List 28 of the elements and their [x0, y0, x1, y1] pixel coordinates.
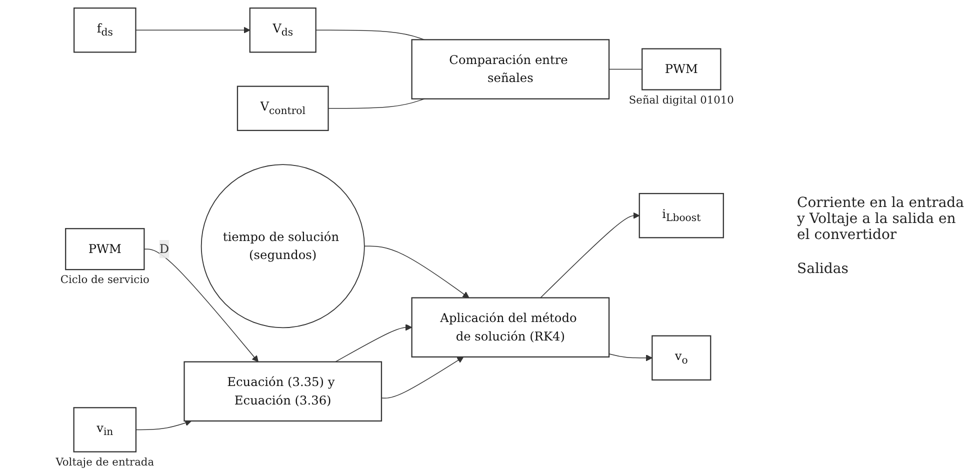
- node-box: V$_{ds}$: [249, 8, 316, 53]
- node-box: v$_{o}$: [652, 335, 712, 381]
- connector: [315, 30, 425, 40]
- node-box: Ecuación (3.35) y Ecuación (3.36): [184, 361, 382, 422]
- edge-label: D: [159, 242, 170, 256]
- arrow: [136, 420, 192, 430]
- node-box: Aplicación del método de solución (RK4): [411, 297, 610, 358]
- node-box: Comparación entre señales: [411, 39, 610, 100]
- arrow: [608, 353, 652, 362]
- connector: [608, 68, 642, 70]
- arrow: [381, 356, 464, 399]
- node-box: v$_{in}$: [73, 407, 137, 452]
- arrow: [540, 212, 640, 298]
- node-box: V$_{control}$: [236, 86, 329, 132]
- caption-text: Señal digital 01010: [628, 93, 734, 106]
- arrow: [135, 26, 250, 34]
- node-box: PWM: [65, 228, 145, 270]
- node-circle: tiempo de solución (segundos): [200, 164, 365, 328]
- caption-text: Ciclo de servicio: [60, 273, 150, 286]
- node-box: PWM: [642, 48, 722, 90]
- note-text: Corriente en la entrada y Voltaje a la salida en el convertidor: [797, 195, 965, 243]
- connector: [328, 98, 425, 109]
- node-box: f$_{ds}$: [73, 8, 136, 53]
- note-text: Salidas: [797, 261, 850, 277]
- arrow: [364, 246, 470, 298]
- arrow: [335, 324, 412, 362]
- caption-text: Voltaje de entrada: [56, 455, 154, 468]
- arrow: [144, 248, 258, 362]
